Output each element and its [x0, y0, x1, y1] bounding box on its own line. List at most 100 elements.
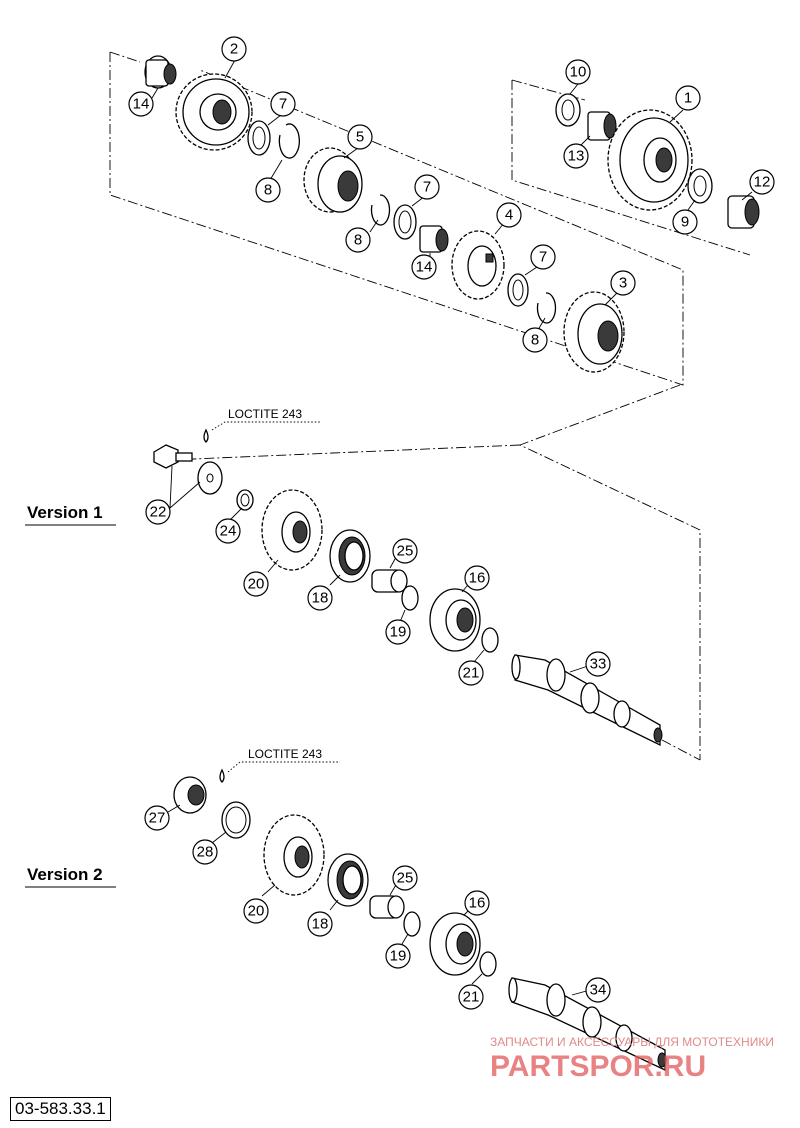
version1-dash-line [169, 384, 701, 760]
callout-21-v2: 21 [458, 984, 484, 1010]
svg-text:8: 8 [354, 232, 362, 249]
callout-13: 13 [563, 143, 589, 169]
gear-1 [607, 109, 693, 211]
o-ring-21-v2 [479, 951, 497, 977]
loctite-label-2: LOCTITE 243 [248, 747, 322, 761]
shaft-33 [511, 654, 663, 747]
thrust-washer-7-b [393, 204, 417, 240]
callout-24: 24 [215, 518, 241, 544]
svg-text:21: 21 [463, 989, 480, 1006]
svg-text:2: 2 [230, 41, 238, 58]
spacer-25-v1 [371, 569, 408, 593]
svg-text:28: 28 [197, 844, 214, 861]
svg-text:18: 18 [312, 590, 329, 607]
callout-16-v2: 16 [464, 890, 490, 916]
callout-2: 2 [221, 36, 247, 62]
watermark-tagline: ЗАПЧАСТИ И АКСЕССУАРЫ ДЛЯ МОТОТЕХНИКИ [490, 1035, 774, 1049]
seal-18-v2 [327, 853, 369, 907]
svg-text:24: 24 [220, 523, 237, 540]
svg-text:25: 25 [397, 870, 414, 887]
svg-text:20: 20 [248, 903, 265, 920]
callout-20-v1: 20 [243, 571, 269, 597]
callout-25-v1: 25 [392, 538, 418, 564]
ball-bearing-16-v1 [429, 588, 481, 652]
callout-4: 4 [496, 202, 522, 228]
callout-8-a: 8 [255, 177, 281, 203]
callout-28: 28 [192, 839, 218, 865]
svg-text:7: 7 [279, 96, 287, 113]
svg-text:14: 14 [416, 259, 433, 276]
seal-18-v1 [329, 529, 371, 583]
svg-text:34: 34 [590, 982, 607, 999]
gear-2 [175, 73, 253, 151]
needle-bearing-13 [587, 111, 617, 141]
callout-12: 12 [749, 169, 775, 195]
gear-5 [303, 147, 363, 213]
svg-text:9: 9 [681, 214, 689, 231]
gear-3 [563, 291, 625, 373]
loctite-leaders [211, 421, 340, 773]
svg-text:12: 12 [754, 174, 771, 191]
callout-27: 27 [144, 805, 170, 831]
circlip-8-c [536, 292, 557, 324]
circlip-8-a [278, 123, 300, 159]
o-ring-19-v1 [401, 585, 419, 611]
callout-10: 10 [565, 59, 591, 85]
loctite-label-1: LOCTITE 243 [228, 407, 302, 421]
watermark-logo: PARTSPOR.RU [490, 1050, 706, 1083]
callout-33: 33 [585, 651, 611, 677]
svg-text:14: 14 [133, 96, 150, 113]
callout-14-lower: 14 [411, 254, 437, 280]
callout-7-a: 7 [270, 91, 296, 117]
circlip-8-b [370, 194, 391, 226]
callout-34: 34 [585, 977, 611, 1003]
svg-text:21: 21 [463, 665, 480, 682]
svg-text:4: 4 [505, 207, 513, 224]
bolt-22 [153, 444, 193, 469]
svg-text:1: 1 [684, 90, 692, 107]
shaft-33-axis [661, 739, 701, 761]
nut-27 [173, 776, 207, 814]
washer-10 [555, 93, 581, 127]
svg-text:18: 18 [312, 916, 329, 933]
spacer-25-v2 [369, 895, 405, 919]
version1-label: Version 1 [27, 503, 103, 522]
o-ring-19-v2 [403, 911, 421, 937]
loctite-drop-1 [203, 428, 209, 443]
callout-22: 22 [145, 499, 171, 525]
thrust-washer-7-c [507, 273, 529, 307]
svg-text:25: 25 [397, 543, 414, 560]
callout-8-b: 8 [345, 227, 371, 253]
callout-16-v1: 16 [464, 565, 490, 591]
callout-7-b: 7 [414, 174, 440, 200]
callout-18-v1: 18 [307, 585, 333, 611]
callout-14-upper: 14 [128, 91, 154, 117]
svg-text:33: 33 [590, 656, 607, 673]
callout-5: 5 [347, 124, 373, 150]
svg-text:3: 3 [619, 275, 627, 292]
thrust-washer-7-a [247, 120, 271, 156]
callout-21-v1: 21 [458, 660, 484, 686]
needle-bearing-14-upper [144, 55, 177, 89]
svg-text:22: 22 [150, 504, 167, 521]
callout-8-c: 8 [522, 327, 548, 353]
svg-text:5: 5 [356, 129, 364, 146]
svg-text:8: 8 [264, 182, 272, 199]
svg-text:7: 7 [423, 179, 431, 196]
sprocket-20-v1 [261, 489, 323, 571]
callout-18-v2: 18 [307, 911, 333, 937]
callout-19-v1: 19 [385, 619, 411, 645]
svg-text:13: 13 [568, 148, 585, 165]
sprocket-20-v2 [263, 814, 325, 896]
svg-text:16: 16 [469, 895, 486, 912]
svg-text:20: 20 [248, 576, 265, 593]
shaft-34 [508, 977, 667, 1072]
leader-lines [151, 59, 753, 996]
svg-text:10: 10 [570, 64, 587, 81]
callout-9: 9 [672, 209, 698, 235]
loctite-drop-2 [219, 768, 225, 783]
document-number: 03-583.33.1 [10, 1097, 111, 1121]
o-ring-21-v1 [481, 627, 499, 653]
bearing-12 [727, 195, 760, 229]
